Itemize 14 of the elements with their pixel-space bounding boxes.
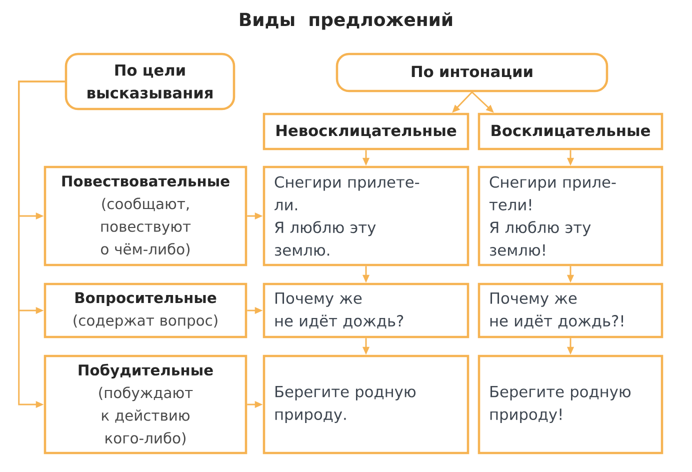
- sentence-type-box: Вопросительные (содержат вопрос): [44, 282, 248, 338]
- example-box: Берегите родную природу.: [262, 354, 470, 454]
- example-box: Снегири прилете- ли. Я люблю эту землю.: [262, 166, 470, 266]
- category-box: По интонации: [336, 52, 608, 92]
- category-box: Невосклицательные: [262, 112, 470, 150]
- sentence-type-box: Побудительные (побуждают к действию кого-либо): [44, 354, 248, 454]
- example-box: Берегите родную природу!: [478, 354, 664, 454]
- category-box: Восклицательные: [478, 112, 664, 150]
- sentence-type-box: Повествовательные (сообщают, повествуют о чём-либо): [44, 166, 248, 266]
- title: Виды предложений: [240, 12, 452, 30]
- example-box: Снегири приле- тели! Я люблю эту землю!: [478, 166, 664, 266]
- example-box: Почему же не идёт дождь?: [262, 282, 470, 338]
- example-box: Почему же не идёт дождь?!: [478, 282, 664, 338]
- category-box: По цели высказывания: [64, 52, 236, 110]
